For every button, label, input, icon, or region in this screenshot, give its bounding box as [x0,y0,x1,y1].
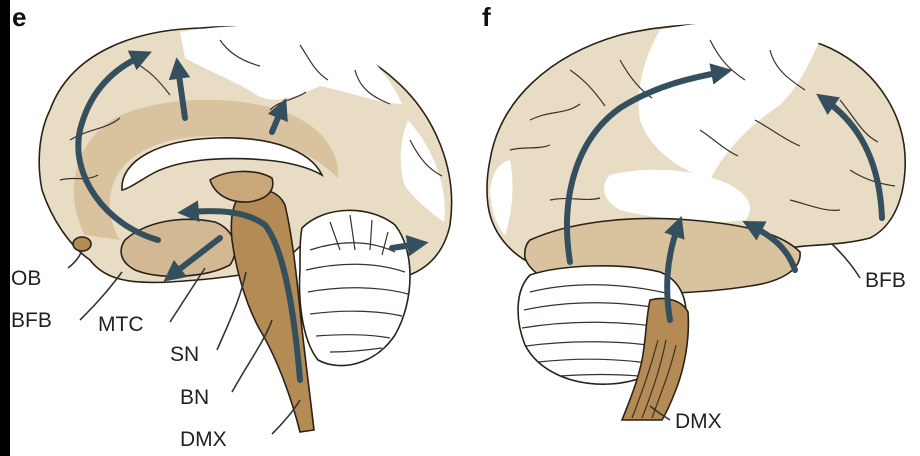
label-dmx-f: DMX [675,410,722,433]
label-bfb-e: BFB [11,309,52,332]
panel-f: f [482,2,906,433]
label-ob: OB [11,267,41,290]
panel-e: e [11,2,452,451]
panel-e-letter: e [12,2,26,32]
label-bn: BN [180,386,209,409]
label-sn: SN [170,343,199,366]
brain-illustration: e [10,0,920,456]
label-mtc: MTC [98,313,144,336]
leader-bfb-f [832,244,860,278]
label-bfb-f: BFB [865,269,906,292]
panel-f-letter: f [482,2,491,32]
label-dmx-e: DMX [180,428,227,451]
brain-figure: e [10,0,920,456]
olfactory-bulb [73,237,91,251]
